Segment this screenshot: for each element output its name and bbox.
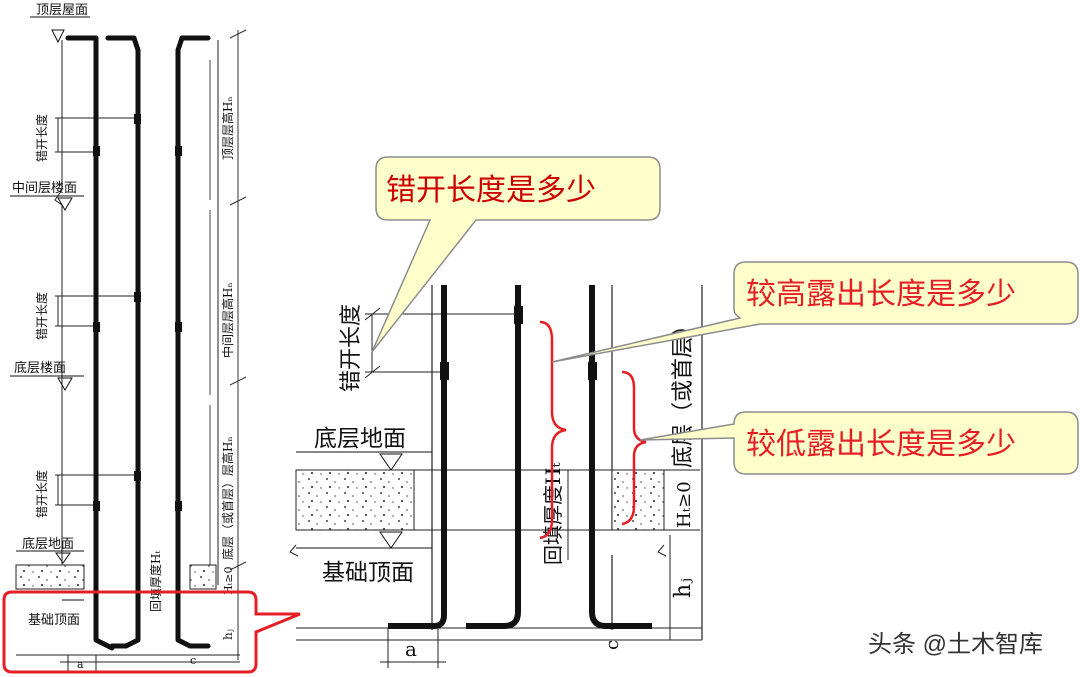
rebar-left-3: [175, 35, 211, 649]
backfill-label-left: 回填厚度Hₜ: [148, 551, 163, 612]
bottom-floor-label: 底层楼面: [14, 360, 66, 376]
height-dims: 顶层层高Hₙ 中间层层高Hₙ 底层（或首层）层高Hₙ: [220, 29, 247, 660]
rebar-right-1: [388, 285, 447, 629]
rebar-right-2: [466, 285, 521, 629]
ground-label-right: 底层地面: [314, 426, 406, 452]
a-label-right: a: [405, 637, 417, 661]
foundation-label-right: 基础顶面: [322, 560, 414, 586]
callout-higher-text: 较高露出长度是多少: [746, 277, 1016, 312]
c-label-left: c: [190, 654, 196, 667]
mid-height-label: 中间层层高Hₙ: [220, 282, 235, 358]
top-height-label: 顶层层高Hₙ: [220, 96, 235, 160]
brace-higher: [539, 320, 567, 540]
highlight-box: [2, 590, 301, 674]
bottom-height-label: 底层（或首层）层高Hₙ: [220, 436, 235, 560]
rebar-right-3: [589, 285, 652, 629]
stagger-label-1: 错开长度: [34, 114, 49, 162]
foundation-label-left: 基础顶面: [28, 613, 80, 628]
ground-slab-left: [15, 564, 85, 590]
callout-stagger-text: 错开长度是多少: [386, 173, 596, 208]
brace-lower: [621, 370, 647, 526]
roof-label: 顶层屋面: [36, 3, 88, 18]
rebar-left-1: [65, 35, 115, 651]
stagger-label-right: 错开长度: [339, 304, 364, 392]
watermark: 头条 @土木智库: [868, 631, 1043, 658]
callout-higher: 较高露出长度是多少: [551, 261, 1079, 363]
hj-label-right: hⱼ: [671, 578, 696, 598]
ground-slab-right: [295, 469, 415, 531]
right-diagram: 错开长度 底层地面 基础顶面 回填厚度Hₜ 底层（或首层） Hₜ≥0 hⱼ a …: [289, 285, 703, 668]
callout-stagger: 错开长度是多少: [371, 156, 661, 353]
a-label-left: a: [77, 658, 84, 671]
left-diagram: 顶层屋面 中间层楼面 底层楼面 错开长度 错开长度: [2, 3, 301, 674]
mid-floor-label: 中间层楼面: [12, 181, 77, 196]
hj-label-left: hⱼ: [221, 629, 235, 640]
ground-label-left: 底层地面: [22, 536, 74, 552]
stagger-dim-3: 错开长度: [34, 470, 140, 518]
ht-label-right: Hₜ≥0: [674, 481, 695, 528]
left-column-face: [54, 40, 63, 585]
rebar-left-2: [105, 35, 141, 649]
stagger-dim-2: 错开长度: [34, 292, 140, 340]
callout-lower-text: 较低露出长度是多少: [746, 427, 1016, 462]
callout-lower: 较低露出长度是多少: [639, 411, 1079, 475]
ground-slab-right-2: [611, 469, 665, 531]
ht-label-left: Hₜ≥0: [222, 566, 235, 595]
stagger-label-2: 错开长度: [34, 292, 49, 340]
stagger-label-3: 错开长度: [34, 470, 49, 518]
stagger-dim-1: 错开长度: [34, 114, 140, 162]
c-label-right: c: [602, 640, 623, 650]
